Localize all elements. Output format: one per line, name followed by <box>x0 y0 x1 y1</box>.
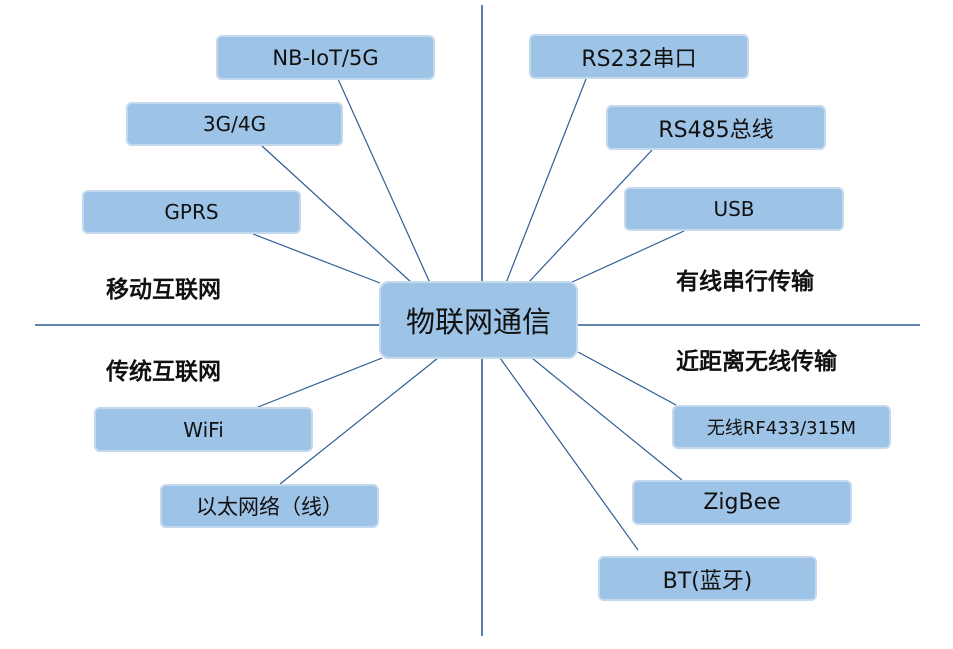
quadrant-label-traditional-internet: 传统互联网 <box>106 359 221 385</box>
node-bt-label: BT(蓝牙) <box>662 568 753 594</box>
spoke-bt <box>499 357 639 551</box>
node-nbiot-5g-label: NB-IoT/5G <box>272 45 379 70</box>
node-3g-4g-label: 3G/4G <box>202 112 267 136</box>
node-wifi: WiFi <box>94 407 313 452</box>
node-bt: BT(蓝牙) <box>598 556 817 601</box>
node-ethernet: 以太网络（线） <box>160 484 379 528</box>
node-rf433: 无线RF433/315M <box>672 405 891 449</box>
node-zigbee-label: ZigBee <box>703 490 781 515</box>
node-rs485-label: RS485总线 <box>658 117 774 143</box>
center-label: 物联网通信 <box>405 305 551 339</box>
spoke-3g4g <box>261 145 413 284</box>
spoke-rs232 <box>505 78 587 284</box>
node-3g-4g: 3G/4G <box>126 102 343 146</box>
spoke-zigbee <box>531 357 683 481</box>
spoke-rs485 <box>527 149 653 284</box>
spoke-gprs <box>252 233 381 284</box>
node-gprs: GPRS <box>82 190 301 234</box>
node-rf433-label: 无线RF433/315M <box>706 418 857 439</box>
spoke-ethernet <box>279 357 439 485</box>
quadrant-label-wired-serial: 有线串行传输 <box>676 269 814 295</box>
node-rs232: RS232串口 <box>529 34 749 79</box>
node-ethernet-label: 以太网络（线） <box>196 495 343 519</box>
spoke-nbiot <box>337 78 431 284</box>
node-gprs-label: GPRS <box>164 200 219 224</box>
node-usb: USB <box>624 187 844 231</box>
node-rs232-label: RS232串口 <box>581 46 697 72</box>
spoke-rf433 <box>577 351 677 406</box>
spoke-usb <box>569 230 685 284</box>
node-wifi-label: WiFi <box>183 417 224 442</box>
node-zigbee: ZigBee <box>632 480 852 525</box>
center-node: 物联网通信 <box>379 281 578 359</box>
node-usb-label: USB <box>713 197 755 221</box>
quadrant-label-mobile-internet: 移动互联网 <box>106 277 221 303</box>
quadrant-label-short-range-wireless: 近距离无线传输 <box>676 349 837 375</box>
node-nbiot-5g: NB-IoT/5G <box>216 35 435 80</box>
node-rs485: RS485总线 <box>606 105 826 150</box>
spoke-wifi <box>257 357 383 408</box>
